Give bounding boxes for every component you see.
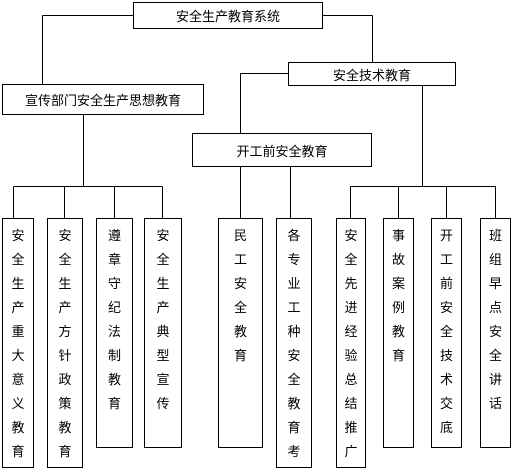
left-child-label: 安全生产方针政策教育 bbox=[58, 229, 72, 460]
root-node-label: 安全生产教育系统 bbox=[175, 10, 280, 25]
right-child-node: 事故案例教育 bbox=[383, 218, 414, 448]
right-child-label: 安全先进经验总结推广 bbox=[344, 229, 358, 460]
right-child-node: 开工前安全技术交底 bbox=[431, 218, 462, 448]
middle-child-node: 各专业工种安全教育考核 bbox=[276, 218, 312, 468]
root-node: 安全生产教育系统 bbox=[133, 2, 323, 29]
left-child-node: 安全生产典型宣传 bbox=[144, 218, 182, 448]
right-branch-node: 安全技术教育 bbox=[288, 62, 456, 86]
left-child-node: 遵章守纪法制教育 bbox=[96, 218, 133, 448]
right-child-node: 班组早点安全讲话 bbox=[480, 218, 511, 448]
connector-lines bbox=[13, 15, 496, 218]
middle-child-label: 民工安全教育 bbox=[233, 229, 247, 364]
right-child-label: 班组早点安全讲话 bbox=[488, 229, 502, 412]
middle-node: 开工前安全教育 bbox=[192, 133, 372, 167]
left-child-label: 安全生产重大意义教育 bbox=[11, 229, 25, 460]
left-child-label: 安全生产典型宣传 bbox=[156, 229, 170, 412]
right-child-label: 开工前安全技术交底 bbox=[439, 229, 453, 436]
right-branch-label: 安全技术教育 bbox=[332, 68, 411, 84]
left-child-label: 遵章守纪法制教育 bbox=[107, 229, 121, 412]
left-branch-label: 宣传部门安全生产思想教育 bbox=[24, 94, 181, 109]
left-child-node: 安全生产重大意义教育 bbox=[2, 218, 34, 468]
middle-child-node: 民工安全教育 bbox=[218, 218, 263, 448]
middle-node-label: 开工前安全教育 bbox=[236, 144, 328, 160]
left-branch-node: 宣传部门安全生产思想教育 bbox=[2, 84, 204, 115]
right-child-node: 安全先进经验总结推广 bbox=[336, 218, 366, 468]
left-child-node: 安全生产方针政策教育 bbox=[47, 218, 83, 468]
middle-child-label: 各专业工种安全教育考核 bbox=[287, 229, 301, 460]
right-child-label: 事故案例教育 bbox=[391, 229, 405, 364]
